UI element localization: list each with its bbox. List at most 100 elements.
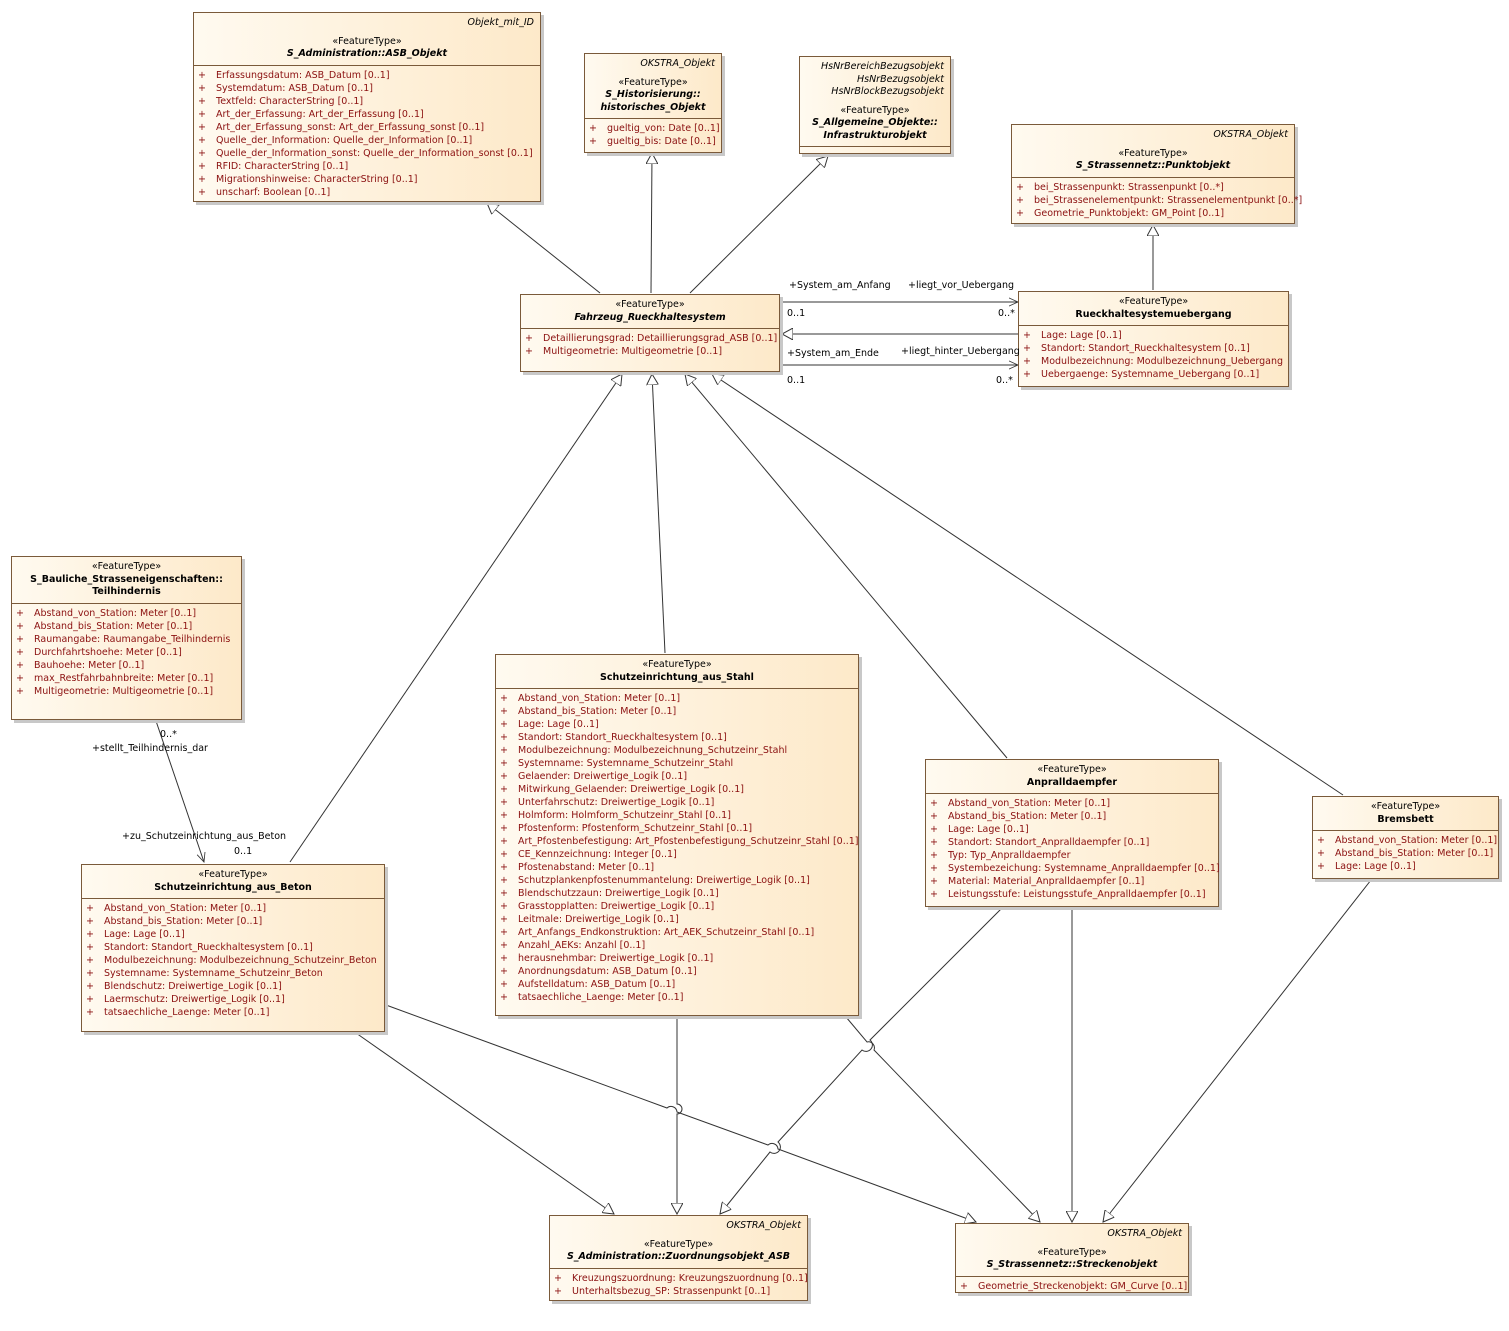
stereotype: «FeatureType» [618,76,688,88]
label-zu-schutzeinrichtung-aus-beton: +zu_Schutzeinrichtung_aus_Beton [122,831,287,842]
class-name: S_Bauliche_Strasseneigenschaften:: [30,573,223,585]
class-bremsbett[interactable]: «FeatureType»Bremsbett+Abstand_von_Stati… [1312,796,1499,879]
attribute-text: Gelaender: Dreiwertige_Logik [0..1] [518,771,688,782]
attribute-row: +Bauhoehe: Meter [0..1] [16,659,237,672]
class-schutzeinrichtung-aus-beton[interactable]: «FeatureType»Schutzeinrichtung_aus_Beton… [81,864,385,1032]
attribute-text: Geometrie_Streckenobjekt: GM_Curve [0..1… [978,1280,1188,1292]
public-visibility-icon: + [1317,861,1325,872]
attribute-text: Durchfahrtshoehe: Meter [0..1] [34,646,182,658]
public-visibility-icon: + [1016,181,1024,193]
attribute-row: +Typ: Typ_Anpralldaempfer [930,849,1214,862]
attribute-text: Systemname: Systemname_Schutzeinr_Beton [104,968,323,979]
attribute-text: Modulbezeichnung: Modulbezeichnung_Schut… [518,745,788,756]
attribute-row: + bei_Strassenelementpunkt: Strasseneleme… [1016,194,1302,207]
public-visibility-icon: + [500,823,508,834]
class-schutzeinrichtung-aus-stahl[interactable]: «FeatureType»Schutzeinrichtung_aus_Stahl… [495,654,859,1016]
class-historisches-objekt[interactable]: OKSTRA_Objekt«FeatureType»S_Historisieru… [584,53,722,153]
public-visibility-icon: + [589,136,597,147]
assoc-teilhindernis [156,721,204,862]
attribute-text: CE_Kennzeichnung: Integer [0..1] [518,849,677,860]
parent-class-name: Objekt_mit_ID [467,17,534,28]
attribute-row: +Holmform: Holmform_Schutzeinr_Stahl [0.… [500,809,854,822]
attribute-text: Art_Pfostenbefestigung: Art_Pfostenbefes… [518,836,859,847]
attribute-row: +max_Restfahrbahnbreite: Meter [0..1] [16,672,237,685]
attribute-text: bei_Strassenelementpunkt: Strassenelemen… [1034,194,1303,206]
class-header: «FeatureType»Schutzeinrichtung_aus_Beton [82,865,384,898]
class-streckenobjekt[interactable]: OKSTRA_Objekt«FeatureType»S_Strassennetz… [955,1223,1189,1293]
attribute-compartment: +Lage: Lage [0..1]+Standort: Standort_Ru… [1019,325,1288,385]
parent-class-name: OKSTRA_Objekt [1107,1228,1182,1239]
attribute-row: +Laermschutz: Dreiwertige_Logik [0..1] [86,993,380,1006]
public-visibility-icon: + [930,798,938,809]
attribute-text: Quelle_der_Information_sonst: Quelle_der… [216,147,533,159]
class-zuordnungsobjekt-asb[interactable]: OKSTRA_Objekt«FeatureType»S_Administrati… [549,1215,808,1301]
attribute-row: +RFID: CharacterString [0..1] [198,160,536,173]
gen-beton-frs [289,374,622,863]
public-visibility-icon: + [500,862,508,873]
public-visibility-icon: + [500,914,508,925]
attribute-row: + Durchfahrtshoehe: Meter [0..1] [16,646,237,659]
attribute-row: + Detaillierungsgrad: Detaillierungsgrad_… [525,332,778,345]
class-punktobjekt[interactable]: OKSTRA_Objekt«FeatureType»S_Strassennetz… [1011,124,1302,224]
class-anpralldaempfer[interactable]: «FeatureType»Anpralldaempfer+Abstand_von… [925,759,1220,907]
class-asb-objekt[interactable]: Objekt_mit_ID«FeatureType»S_Administrati… [193,12,541,202]
class-header: Objekt_mit_ID«FeatureType»S_Administrati… [194,13,540,65]
attribute-text: gueltig_bis: Date [0..1] [607,136,716,147]
public-visibility-icon: + [1023,343,1031,354]
attribute-text: Modulbezeichnung: Modulbezeichnung_Schut… [104,955,377,966]
attribute-row: +Gelaender: Dreiwertige_Logik [0..1] [500,770,854,783]
public-visibility-icon: + [198,121,206,133]
attribute-compartment: +bei_Strassenpunkt: Strassenpunkt [0..*]… [1012,176,1302,224]
stereotype: «FeatureType» [642,659,712,670]
public-visibility-icon: + [198,186,206,198]
attribute-row: +Quelle_der_Information_sonst: Quelle_de… [198,147,536,160]
attribute-row: +Lage: Lage [0..1] [1023,329,1284,342]
gen-frs-hist [651,153,652,294]
class-teilhindernis[interactable]: «FeatureType»S_Bauliche_Strasseneigensch… [11,556,242,720]
label-mult-01-ende: 0..1 [787,375,806,386]
class-fahrzeug-rueckhaltesystem[interactable]: «FeatureType»Fahrzeug_Rueckhaltesystem+D… [520,294,780,372]
class-name: Schutzeinrichtung_aus_Stahl [600,671,754,683]
attribute-text: Pfostenabstand: Meter [0..1] [518,862,655,873]
public-visibility-icon: + [525,333,533,344]
gen-stahl-frs [652,374,666,654]
attribute-row: +Lage: Lage [0..1] [930,823,1214,836]
attribute-row: +Abstand_von_Station: Meter [0..1] [930,797,1214,810]
label-mult-01-anfang: 0..1 [787,308,806,319]
parent-class-name: HsNrBlockBezugsobjekt [831,86,944,97]
public-visibility-icon: + [16,659,24,671]
attribute-row: +Aufstelldatum: ASB_Datum [0..1] [500,978,854,991]
attribute-text: Detaillierungsgrad: Detaillierungsgrad_A… [543,333,778,344]
class-header: OKSTRA_Objekt«FeatureType»S_Strassennetz… [956,1224,1188,1276]
class-rueckhaltesystemuebergang[interactable]: «FeatureType»Rueckhaltesystemuebergang+L… [1018,291,1289,387]
public-visibility-icon: + [1317,835,1325,846]
attribute-row: +Abstand_von_Station: Meter [0..1] [500,692,854,705]
parent-class-name: OKSTRA_Objekt [726,1220,801,1231]
attribute-text: Abstand_bis_Station: Meter [0..1] [104,916,263,927]
attribute-row: +Abstand_von_Station: Meter [0..1] [86,902,380,915]
attribute-text: Standort: Standort_Rueckhaltesystem [0..… [1041,343,1250,354]
attribute-text: Systemdatum: ASB_Datum [0..1] [216,82,373,94]
public-visibility-icon: + [16,607,24,619]
public-visibility-icon: + [1023,369,1031,380]
public-visibility-icon: + [16,646,24,658]
public-visibility-icon: + [1016,194,1024,206]
public-visibility-icon: + [930,876,938,887]
attribute-row: +unscharf: Boolean [0..1] [198,186,536,199]
attribute-text: Leitmale: Dreiwertige_Logik [0..1] [518,914,679,925]
attribute-text: Migrationshinweise: CharacterString [0..… [216,173,418,185]
class-header: «FeatureType»Rueckhaltesystemuebergang [1019,292,1288,325]
class-name: S_Historisierung:: [605,89,701,100]
attribute-text: Blendschutzzaun: Dreiwertige_Logik [0..1… [518,888,719,899]
label-liegt-hinter-uebergang: +liegt_hinter_Uebergang [901,346,1020,357]
attribute-text: Abstand_von_Station: Meter [0..1] [518,693,681,704]
public-visibility-icon: + [198,173,206,185]
class-name: S_Allgemeine_Objekte:: [812,117,938,128]
attribute-row: +Abstand_bis_Station: Meter [0..1] [86,915,380,928]
public-visibility-icon: + [16,672,24,684]
label-liegt-vor-uebergang: +liegt_vor_Uebergang [908,280,1014,291]
attribute-text: Anordnungsdatum: ASB_Datum [0..1] [518,966,697,977]
attribute-row: +bei_Strassenpunkt: Strassenpunkt [0..*] [1016,181,1290,194]
public-visibility-icon: + [16,633,24,645]
